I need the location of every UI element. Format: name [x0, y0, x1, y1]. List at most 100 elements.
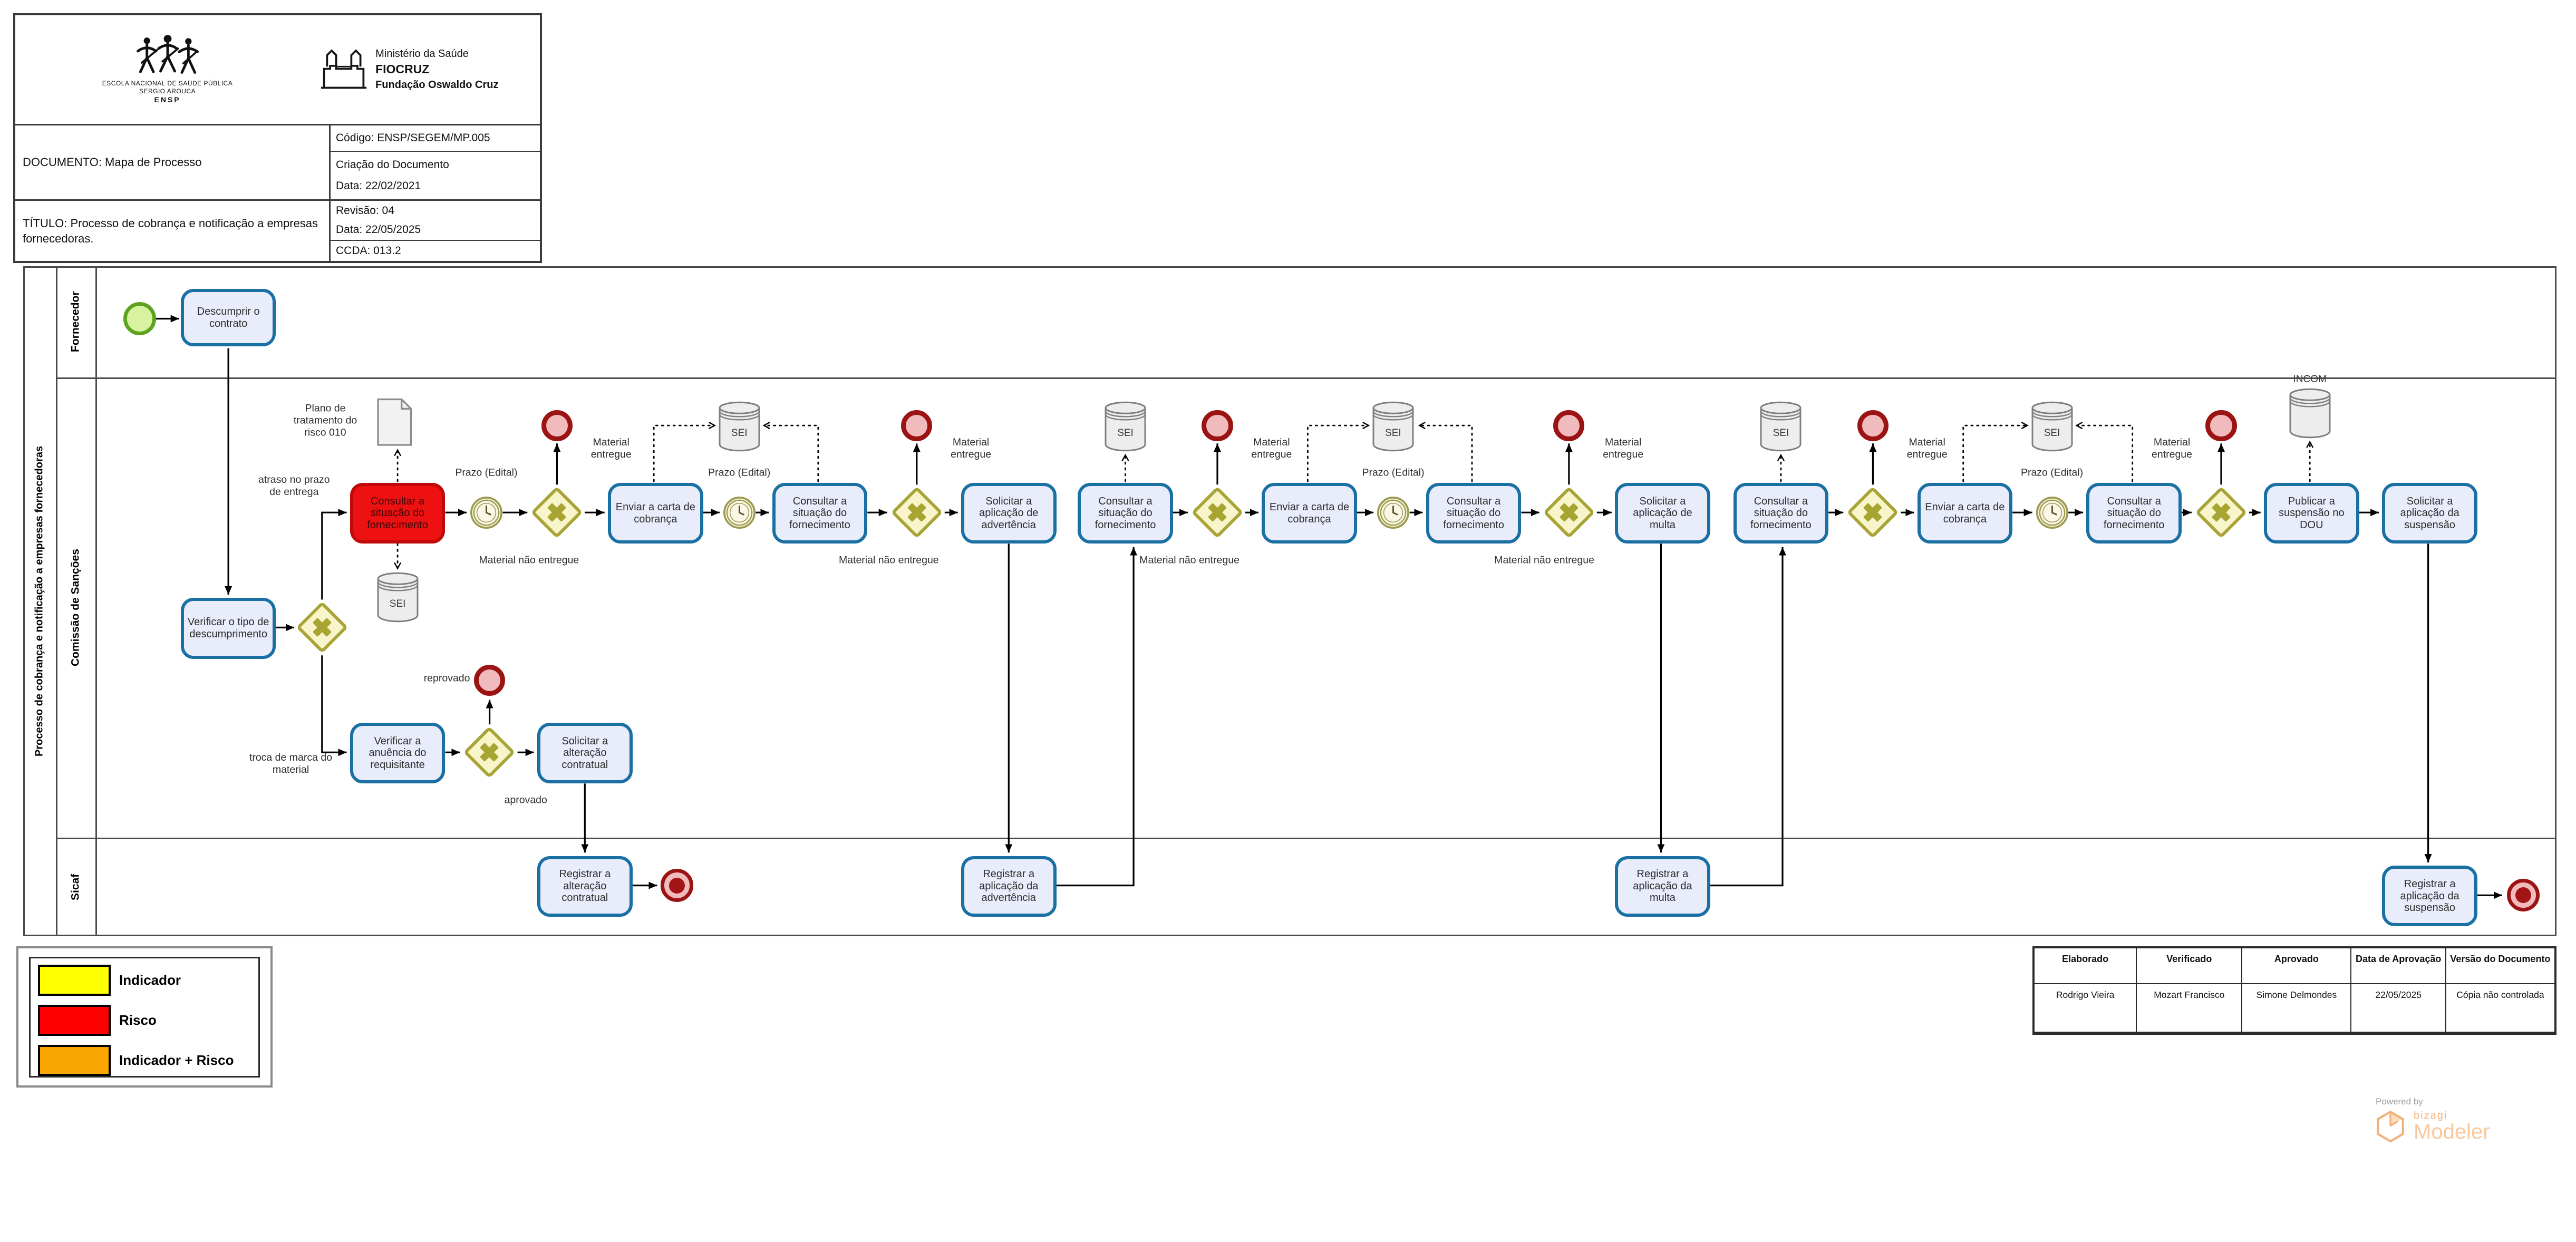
lane-label-divider — [95, 266, 97, 936]
task-publicar-suspensao-dou: Publicar a suspensão no DOU — [2264, 483, 2359, 544]
data-association — [764, 425, 819, 482]
datastore-label: SEI — [389, 598, 406, 609]
flow-label: Material entregue — [2152, 436, 2192, 460]
flow-label: aprovado — [504, 794, 547, 806]
sequence-flow — [321, 509, 347, 600]
col-verificado: Verificado — [2137, 948, 2243, 984]
flow-label: Prazo (Edital) — [455, 467, 518, 479]
approval-table: Elaborado Verificado Aprovado Data de Ap… — [2032, 946, 2556, 1035]
data-association — [653, 425, 714, 482]
flow-label: Material entregue — [1603, 436, 1644, 460]
datastore-sei-2: SEI — [718, 401, 761, 452]
flow-label: Prazo (Edital) — [1362, 467, 1425, 479]
ensp-people-icon — [136, 35, 199, 74]
document-icon — [376, 398, 412, 446]
col-data-aprovacao: Data de Aprovação — [2351, 948, 2446, 984]
flow-label: Material entregue — [1251, 436, 1292, 460]
task-consultar-situacao-3: Consultar a situação do fornecimento — [1078, 483, 1173, 544]
document-title-cell: TÍTULO: Processo de cobrança e notificaç… — [15, 201, 331, 261]
legend-label-risco: Risco — [119, 1012, 157, 1028]
flow-label: Material entregue — [951, 436, 992, 460]
datastore-sei-1: SEI — [376, 571, 419, 623]
datastore-label: SEI — [1773, 427, 1789, 439]
event-fim-material-entregue-3 — [1202, 410, 1233, 441]
document-doc-plano-risco — [376, 397, 413, 447]
col-aprovado: Aprovado — [2242, 948, 2352, 984]
task-consultar-situacao-risco: Consultar a situação do fornecimento — [350, 483, 446, 544]
task-verificar-tipo-descumprimento: Verificar o tipo de descumprimento — [180, 598, 276, 659]
timer-event-timer-prazo-3 — [1377, 496, 1410, 529]
database-icon — [1372, 402, 1414, 452]
legend: Indicador Risco Indicador + Risco — [16, 946, 273, 1088]
val-elaborado: Rodrigo Vieira — [2035, 984, 2137, 1033]
task-registrar-suspensao: Registrar a aplicação da suspensão — [2382, 866, 2477, 927]
database-icon — [1105, 402, 1146, 452]
task-registrar-advertencia: Registrar a aplicação da advertência — [961, 856, 1057, 917]
task-consultar-situacao-5: Consultar a situação do fornecimento — [1733, 483, 1829, 544]
val-verificado: Mozart Francisco — [2137, 984, 2243, 1033]
revision-date: Data: 22/05/2025 — [336, 224, 421, 236]
database-icon — [719, 402, 760, 452]
data-association — [1306, 425, 1368, 482]
val-data-aprovacao: 22/05/2025 — [2351, 984, 2446, 1033]
creation-label: Criação do Documento — [336, 159, 449, 171]
task-enviar-carta-cobranca-3: Enviar a carta de cobrança — [1917, 483, 2013, 544]
datastore-label: SEI — [2044, 427, 2060, 439]
pool-label-divider — [56, 266, 57, 936]
flow-label: atraso no prazo de entrega — [258, 474, 330, 498]
sequence-flow — [321, 655, 347, 756]
datastore-sei-3: SEI — [1104, 401, 1147, 452]
fiocruz-castle-icon — [321, 49, 367, 89]
event-fim-alteracao-contratual — [660, 869, 693, 902]
flow-label: Material não entregue — [1494, 554, 1594, 566]
task-solicitar-suspensao: Solicitar a aplicação da suspensão — [2382, 483, 2477, 544]
fiocruz-logo: Ministério da Saúde FIOCRUZ Fundação Osw… — [319, 15, 540, 124]
col-versao-documento: Versão do Documento — [2446, 948, 2554, 984]
val-aprovado: Simone Delmondes — [2242, 984, 2352, 1033]
flow-label: Material não entregue — [838, 554, 939, 566]
event-fim-material-entregue-4 — [1553, 410, 1585, 441]
ensp-logo: ESCOLA NACIONAL DE SAÚDE PÚBLICA SERGIO … — [15, 15, 319, 124]
document-type-cell: DOCUMENTO: Mapa de Processo — [15, 125, 331, 199]
bizagi-logo-icon — [2377, 1110, 2404, 1143]
task-registrar-alteracao-contratual: Registrar a alteração contratual — [537, 856, 633, 917]
event-fim-material-entregue-2 — [901, 410, 933, 441]
legend-swatch-indicador-risco — [38, 1045, 111, 1076]
event-fim-material-entregue-6 — [2205, 410, 2237, 441]
bizagi-wordmark: bizagi — [2414, 1110, 2448, 1121]
clock-icon — [2036, 497, 2068, 529]
flow-label: Plano de tratamento do risco 010 — [293, 402, 357, 439]
datastore-label: SEI — [731, 427, 748, 439]
val-versao-documento: Cópia não controlada — [2446, 984, 2554, 1033]
clock-icon — [470, 497, 503, 529]
flow-label: Material entregue — [1906, 436, 1948, 460]
task-solicitar-multa: Solicitar a aplicação de multa — [1615, 483, 1710, 544]
powered-by-label: Powered by — [2376, 1097, 2423, 1107]
sequence-flow — [1056, 547, 1138, 887]
fiocruz-label: FIOCRUZ — [375, 62, 430, 76]
creation-cell: Criação do Documento Data: 22/02/2021 — [331, 152, 540, 199]
task-enviar-carta-cobranca-1: Enviar a carta de cobrança — [608, 483, 703, 544]
document-header: ESCOLA NACIONAL DE SAÚDE PÚBLICA SERGIO … — [13, 13, 542, 263]
flow-label: Prazo (Edital) — [2020, 467, 2084, 479]
clock-icon — [723, 497, 756, 529]
legend-label-indicador: Indicador — [119, 972, 181, 988]
task-verificar-anuencia: Verificar a anuência do requisitante — [350, 723, 446, 784]
creation-date: Data: 22/02/2021 — [336, 180, 421, 192]
modeler-wordmark: Modeler — [2414, 1120, 2490, 1143]
revision-cell: Revisão: 04 Data: 22/05/2025 — [331, 201, 540, 241]
database-icon — [377, 573, 419, 623]
database-icon — [2289, 389, 2331, 439]
ensp-caption-line3: ENSP — [154, 95, 181, 104]
event-inicio — [123, 302, 156, 335]
clock-icon — [1377, 497, 1410, 529]
ensp-caption-line2: SERGIO AROUCA — [139, 88, 196, 95]
lane-divider-2 — [56, 838, 2556, 839]
sequence-flow — [1710, 547, 1786, 887]
flow-label: reprovado — [423, 672, 470, 684]
legend-box: Indicador Risco Indicador + Risco — [29, 957, 260, 1078]
task-consultar-situacao-2: Consultar a situação do fornecimento — [772, 483, 868, 544]
datastore-label: SEI — [1385, 427, 1401, 439]
header-logos-row: ESCOLA NACIONAL DE SAÚDE PÚBLICA SERGIO … — [15, 15, 540, 125]
